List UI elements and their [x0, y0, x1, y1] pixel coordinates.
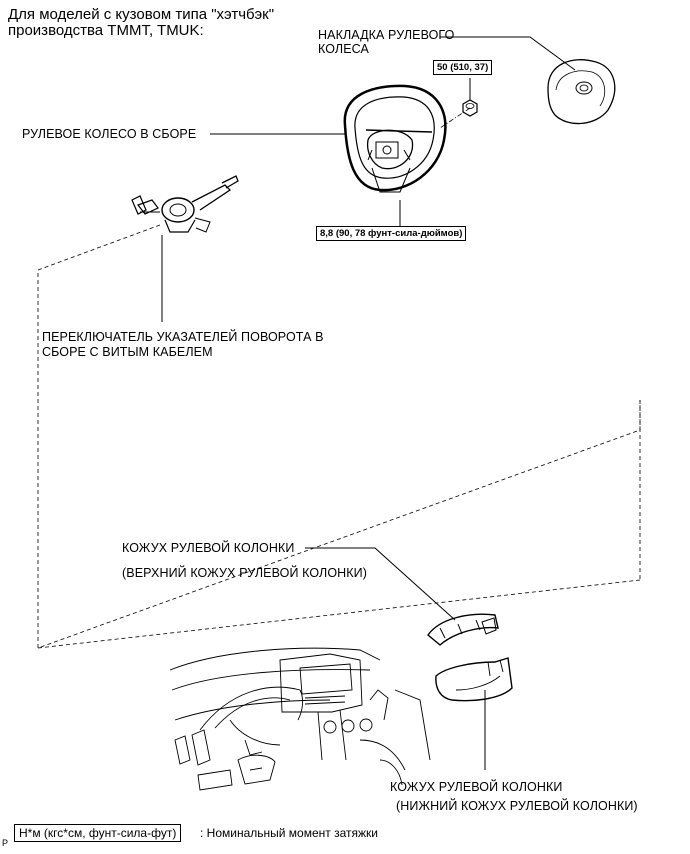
turn-signal-switch-art — [131, 175, 239, 233]
label-lower-column-cover: КОЖУХ РУЛЕВОЙ КОЛОНКИ — [390, 780, 563, 794]
upper-column-cover-art — [427, 613, 499, 646]
lower-column-cover-art — [435, 657, 513, 702]
leader-pad — [440, 36, 576, 71]
label-upper-column-cover: КОЖУХ РУЛЕВОЙ КОЛОНКИ — [122, 541, 295, 555]
steering-wheel-art — [343, 84, 447, 192]
dashboard-art — [169, 647, 431, 791]
steering-wheel-pad-art — [547, 59, 616, 125]
torque-screws-box: 8,8 (90, 78 фунт-сила-дюймов) — [316, 226, 467, 241]
label-steering-pad: НАКЛАДКА РУЛЕВОГО — [318, 28, 455, 42]
footer-marker: P — [2, 838, 9, 848]
legend-description: : Номинальный момент затяжки — [200, 826, 378, 840]
label-upper-column-cover-note: (ВЕРХНИЙ КОЖУХ РУЛЕВОЙ КОЛОНКИ) — [122, 566, 368, 580]
model-note-line1: Для моделей с кузовом типа "хэтчбэк" — [8, 6, 275, 23]
model-note-line2: производства TMMT, TMUK: — [8, 22, 204, 39]
label-turn-signal-switch: ПЕРЕКЛЮЧАТЕЛЬ УКАЗАТЕЛЕЙ ПОВОРОТА В — [42, 330, 324, 344]
label-steering-pad-line2: КОЛЕСА — [318, 42, 369, 56]
label-lower-column-cover-note: (НИЖНИЙ КОЖУХ РУЛЕВОЙ КОЛОНКИ) — [396, 799, 638, 813]
label-turn-signal-switch-line2: СБОРЕ С ВИТЫМ КАБЕЛЕМ — [42, 345, 213, 359]
leader-upper-cover — [305, 547, 456, 621]
torque-nut-box: 50 (510, 37) — [433, 60, 493, 75]
nut-art — [462, 99, 478, 117]
label-steering-wheel: РУЛЕВОЕ КОЛЕСО В СБОРЕ — [22, 127, 197, 141]
legend-units-box: Н*м (кгс*см, фунт-сила-фут) — [14, 824, 182, 842]
assembly-dashed-outline — [37, 224, 641, 649]
leader-screws-a — [371, 167, 411, 193]
